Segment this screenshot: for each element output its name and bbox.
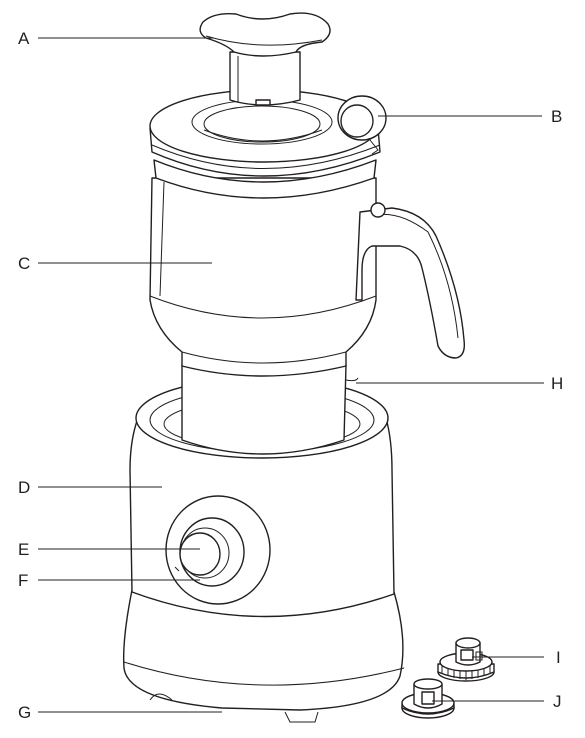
label-h: H	[551, 374, 563, 393]
label-d: D	[18, 478, 30, 497]
label-i: I	[556, 648, 561, 667]
label-g: G	[18, 703, 31, 722]
leader-lines	[38, 37, 544, 713]
label-f: F	[18, 571, 28, 590]
control-dial	[165, 495, 271, 605]
label-e: E	[18, 540, 29, 559]
label-b: B	[551, 107, 562, 126]
label-c: C	[18, 254, 30, 273]
label-a: A	[18, 29, 30, 48]
label-j: J	[553, 692, 562, 711]
measuring-cap	[199, 12, 331, 106]
gear-coupler-i	[437, 637, 495, 682]
jug	[149, 177, 466, 455]
drive-coupler-j	[401, 678, 455, 719]
lid	[149, 89, 387, 199]
